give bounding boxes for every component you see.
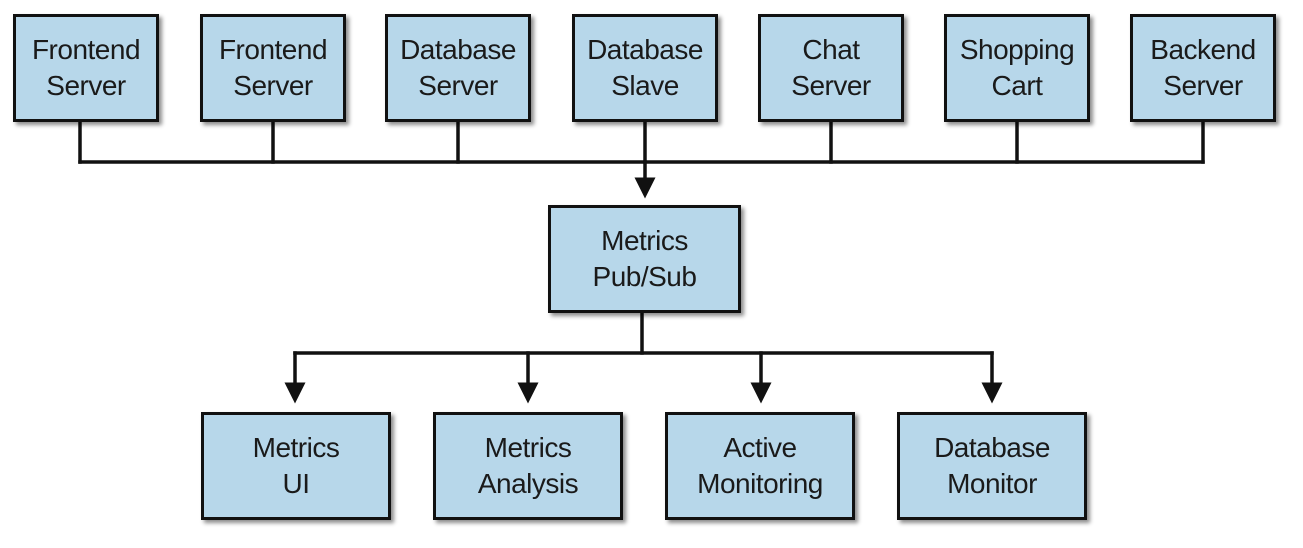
node-label-line2: Monitoring xyxy=(697,468,823,499)
node-label-line1: Shopping xyxy=(959,34,1075,65)
node-label-line2: Analysis xyxy=(477,468,579,499)
node-label-line1: Database xyxy=(587,34,703,65)
node-label-line2: Server xyxy=(1163,70,1243,101)
database-monitor-node: Database Monitor xyxy=(897,412,1087,520)
node-label-line1: Metrics xyxy=(252,432,340,463)
node-label-line2: Pub/Sub xyxy=(592,261,697,292)
node-label-line1: Database xyxy=(934,432,1050,463)
metrics-ui-node: Metrics UI xyxy=(201,412,391,520)
database-slave-node: Database Slave xyxy=(572,14,718,122)
node-label-line1: Backend xyxy=(1150,34,1256,65)
node-label-line2: UI xyxy=(282,468,311,499)
active-monitoring-node: Active Monitoring xyxy=(665,412,855,520)
node-label-line1: Frontend xyxy=(218,34,328,65)
node-label-line1: Frontend xyxy=(31,34,141,65)
node-label-line1: Metrics xyxy=(484,432,572,463)
backend-server-node: Backend Server xyxy=(1130,14,1276,122)
node-label-line1: Metrics xyxy=(601,225,688,256)
node-label-line2: Server xyxy=(233,70,313,101)
frontend-server-node-2: Frontend Server xyxy=(200,14,346,122)
node-label-line2: Server xyxy=(46,70,126,101)
node-label-line1: Chat xyxy=(802,34,860,65)
metrics-analysis-node: Metrics Analysis xyxy=(433,412,623,520)
frontend-server-node: Frontend Server xyxy=(13,14,159,122)
database-server-node: Database Server xyxy=(385,14,531,122)
node-label-line1: Database xyxy=(400,34,516,65)
metrics-pubsub-node: Metrics Pub/Sub xyxy=(548,205,741,313)
node-label-line2: Monitor xyxy=(947,468,1037,499)
node-label-line2: Slave xyxy=(611,70,679,101)
chat-server-node: Chat Server xyxy=(758,14,904,122)
node-label-line2: Cart xyxy=(991,70,1043,101)
node-label-line1: Active xyxy=(723,432,797,463)
shopping-cart-node: Shopping Cart xyxy=(944,14,1090,122)
node-label-line2: Server xyxy=(791,70,871,101)
node-label-line2: Server xyxy=(418,70,498,101)
